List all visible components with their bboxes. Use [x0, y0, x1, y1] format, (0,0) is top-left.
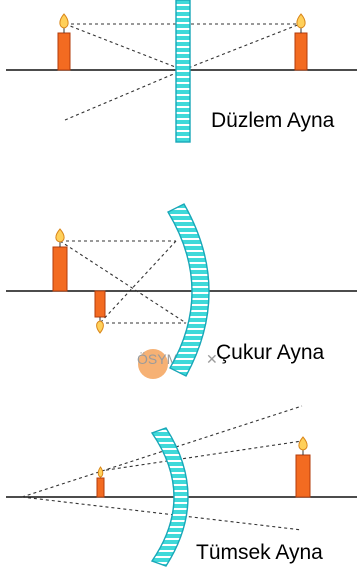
plane-mirror-label: Düzlem Ayna — [211, 109, 335, 132]
image-candle — [96, 466, 105, 498]
light-rays — [64, 23, 301, 121]
watermark-mark: ✕ — [206, 351, 218, 367]
flame-icon — [97, 466, 104, 478]
concave-mirror-label: Çukur Ayna — [216, 341, 324, 364]
object-candle — [52, 228, 68, 292]
flame-icon — [296, 13, 306, 29]
light-rays — [59, 240, 187, 324]
plane-mirror-panel: Düzlem Ayna — [6, 0, 357, 143]
flame-icon — [55, 228, 65, 243]
convex-mirror-label: Tümsek Ayna — [196, 541, 323, 564]
convex-mirror-panel: Tümsek Ayna — [6, 405, 357, 567]
flame-icon — [96, 320, 104, 334]
image-candle — [94, 290, 106, 334]
flame-icon — [298, 436, 308, 451]
object-candle — [295, 436, 311, 498]
concave-mirror-panel: ÖSYM ✕ Çukur Ayna — [6, 203, 357, 379]
watermark-text: ÖSYM — [137, 350, 178, 367]
watermark: ÖSYM ✕ — [137, 349, 218, 379]
flame-icon — [59, 13, 69, 29]
watermark-circle — [138, 349, 168, 379]
convex-mirror — [150, 427, 189, 567]
plane-mirror — [175, 0, 191, 143]
object-candle — [57, 13, 71, 71]
light-rays — [21, 405, 303, 531]
concave-mirror — [167, 203, 210, 377]
image-candle — [294, 13, 308, 71]
